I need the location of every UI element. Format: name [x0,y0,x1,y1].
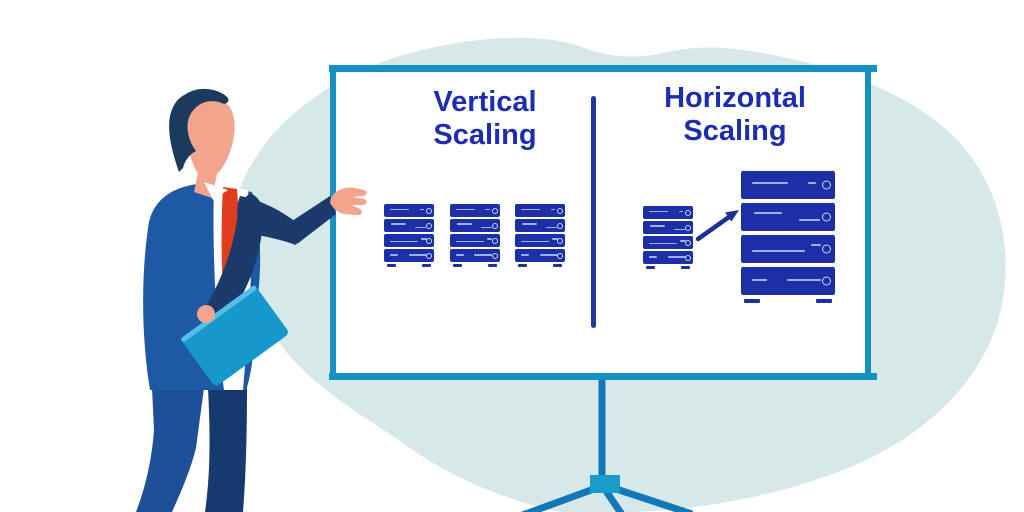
server-unit [384,249,434,262]
server-stack-large [741,171,835,303]
server-unit [449,249,500,262]
power-button-icon [426,207,432,214]
server-unit [515,204,565,217]
server-unit [384,234,434,247]
board-border-left [330,65,336,380]
server-unit [741,267,835,295]
power-button-icon [557,222,563,229]
vertical-scaling-title: Vertical Scaling [388,86,582,152]
server-feet [741,299,835,303]
server-unit [741,203,835,231]
power-button-icon [491,222,498,229]
server-unit [741,235,835,263]
power-button-icon [822,180,832,190]
server-unit [449,204,500,217]
power-button-icon [822,212,832,222]
panel-divider [591,96,596,328]
server-feet [450,264,500,267]
presenter-face [186,98,235,179]
easel-leg-right [605,482,694,512]
server-unit [643,236,693,249]
board-border-right [865,65,871,380]
presenter-forearm [289,196,336,244]
presenter-pointing-hand [330,187,367,215]
server-feet [515,264,565,267]
presenter-leg-front [136,388,204,512]
power-button-icon [822,276,832,286]
server-unit [449,219,500,232]
notebook [181,285,288,386]
power-button-icon [822,244,832,254]
server-stack [643,206,693,269]
server-unit [384,219,434,232]
presenter-hair [169,88,229,172]
board-frame-top [329,65,877,72]
server-stack [384,204,434,267]
server-unit [515,219,565,232]
power-button-icon [426,237,432,244]
title-line: Vertical [433,86,537,118]
power-button-icon [491,237,498,244]
server-unit [643,221,693,234]
scale-out-arrow-icon [695,210,739,242]
presenter-hand-on-notebook [197,305,215,323]
power-button-icon [557,207,563,214]
server-unit [643,251,693,264]
power-button-icon [685,209,691,216]
title-line: Scaling [433,118,537,151]
presenter-collar [204,182,228,200]
power-button-icon [685,239,691,246]
power-button-icon [491,207,498,214]
power-button-icon [426,222,432,229]
title-line: Horizontal [664,82,806,114]
server-unit [741,171,835,199]
power-button-icon [557,237,563,244]
server-unit [384,204,434,217]
server-feet [384,264,434,267]
board-frame-bottom [329,373,877,380]
server-unit [515,234,565,247]
power-button-icon [685,254,691,261]
power-button-icon [557,252,563,259]
presenter-arm-pointing [237,196,301,245]
power-button-icon [426,252,432,259]
server-unit [643,206,693,219]
title-line: Scaling [683,114,787,147]
server-stack [515,204,565,267]
easel-leg-left [520,482,604,512]
presenter-leg-back [205,388,247,512]
server-stack [449,204,500,267]
server-feet [643,266,693,269]
power-button-icon [685,224,691,231]
server-unit [515,249,565,262]
horizontal-scaling-title: Horizontal Scaling [642,82,828,148]
server-unit [449,234,500,247]
easel-pole [598,378,606,482]
easel-hub [590,475,620,493]
vertical-scaling-stacks [384,204,565,267]
power-button-icon [491,252,498,259]
